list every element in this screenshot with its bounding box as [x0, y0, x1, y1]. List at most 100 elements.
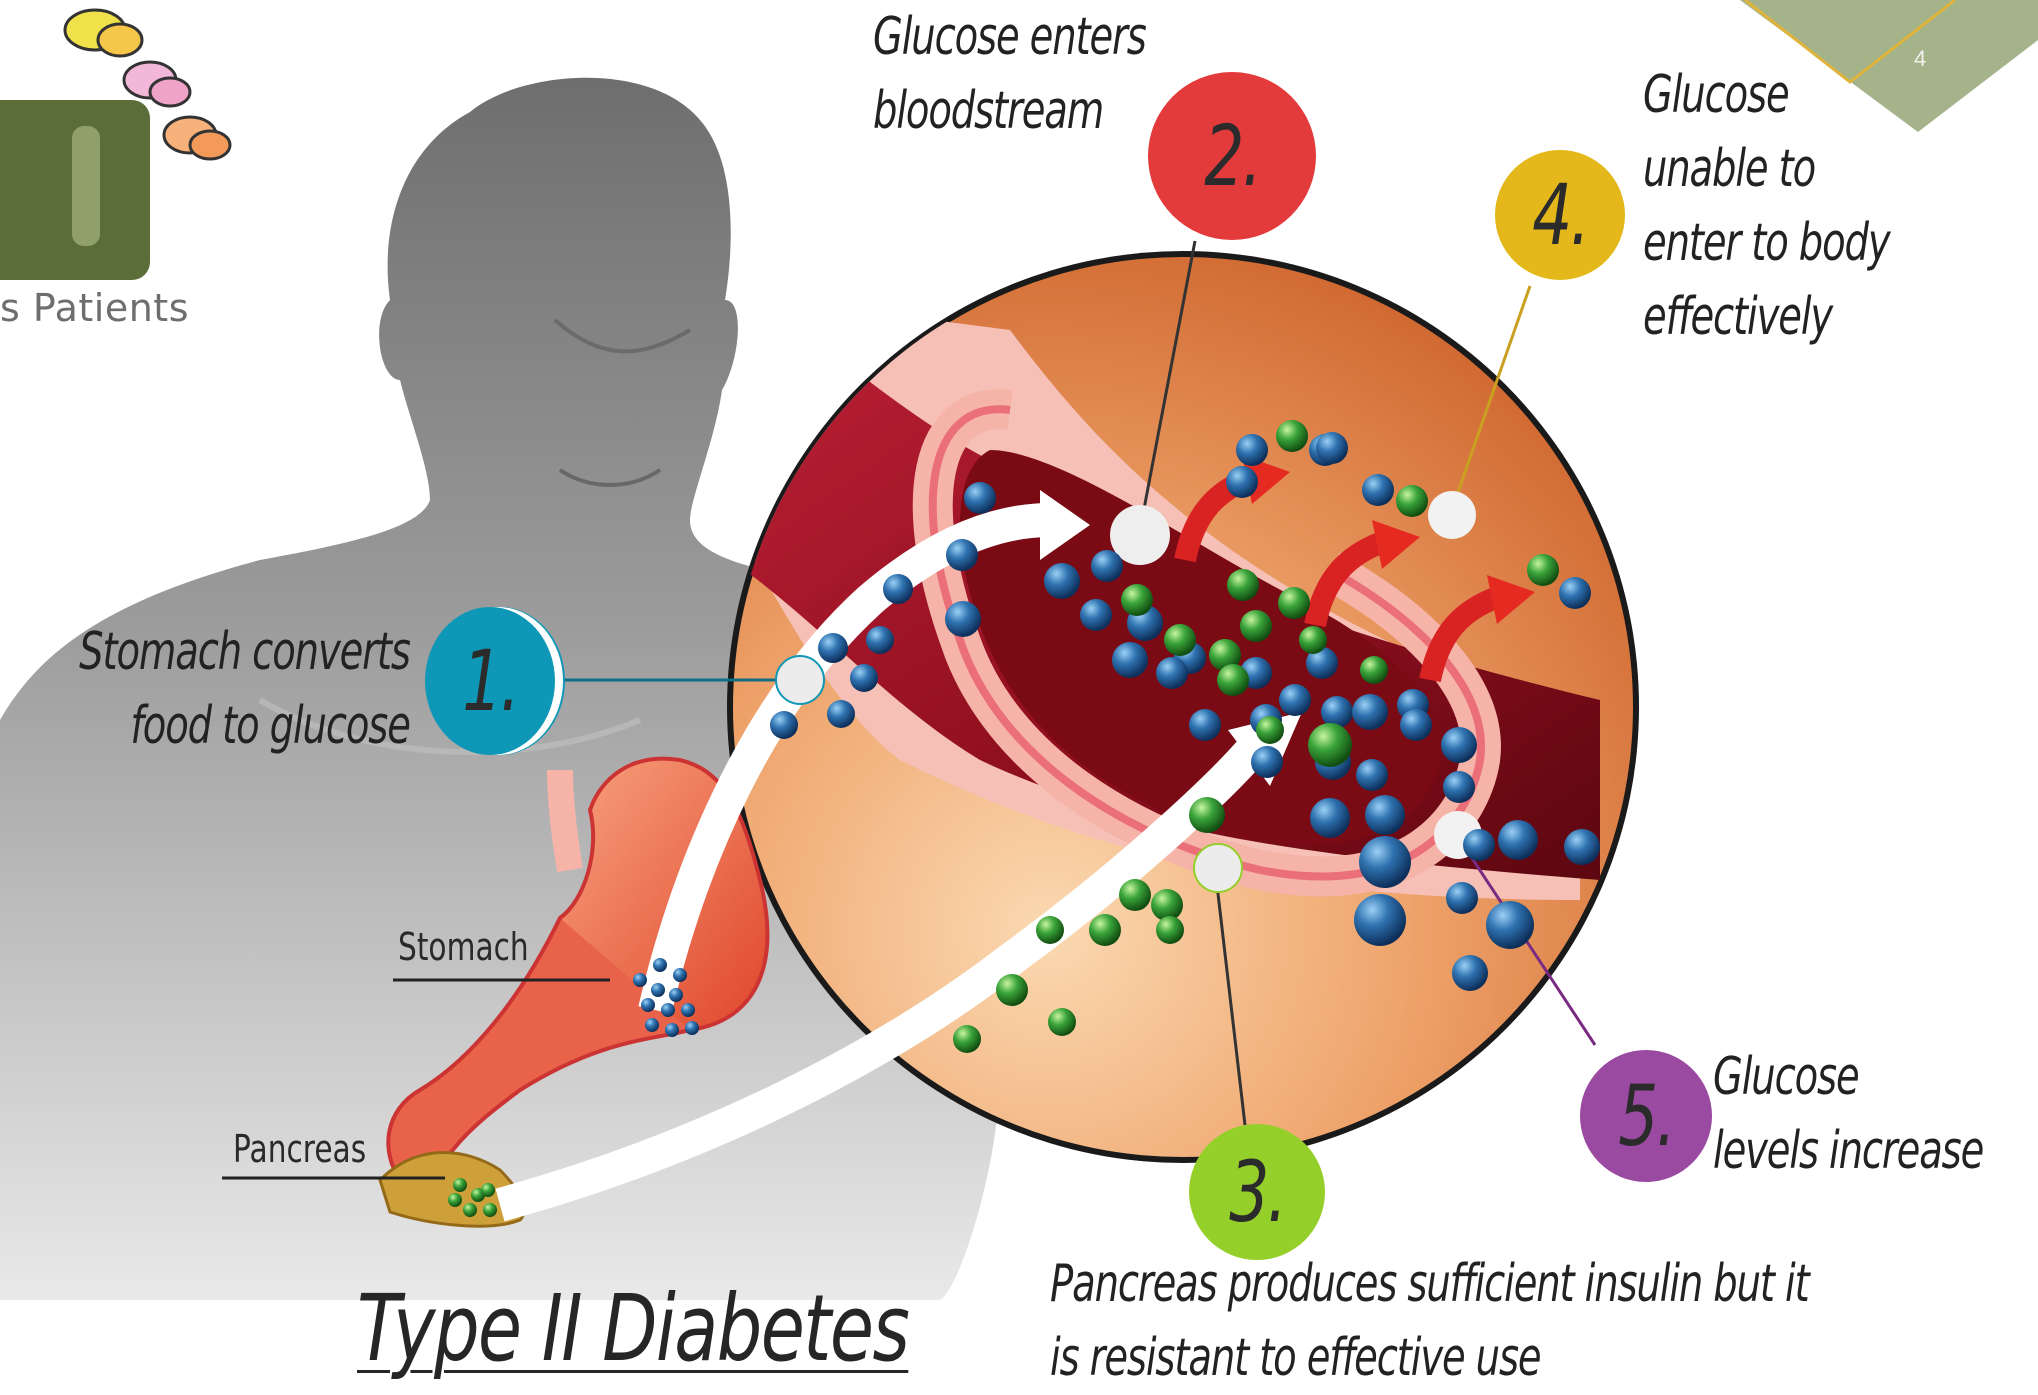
insulin-particle: [1360, 656, 1388, 684]
step-2-caption-line: bloodstream: [873, 74, 1146, 148]
glucose-particle: [883, 574, 913, 604]
step-3-caption-line: Pancreas produces sufficient insulin but…: [1050, 1247, 1809, 1321]
glucose-particle: [1498, 820, 1538, 860]
step-4-caption-line: unable to: [1643, 132, 1889, 206]
glucose-particle: [1362, 474, 1394, 506]
step-5-caption: Glucose levels increase: [1713, 1040, 1983, 1188]
glucose-particle: [866, 626, 894, 654]
stomach-glucose-particle: [661, 1003, 675, 1017]
step-3-caption: Pancreas produces sufficient insulin but…: [1050, 1247, 1809, 1395]
step-2-caption-line: Glucose enters: [873, 0, 1146, 74]
insulin-particle: [1227, 569, 1259, 601]
step-4-caption: Glucose unable to enter to body effectiv…: [1643, 58, 1889, 354]
step-4-caption-line: Glucose: [1643, 58, 1889, 132]
step-2-badge: 2.: [1148, 72, 1316, 240]
glucose-particle: [1091, 550, 1123, 582]
glucose-particle: [1359, 836, 1411, 888]
logo-caption: s Patients: [0, 286, 189, 330]
insulin-particle: [1396, 485, 1428, 517]
glucose-particle: [1452, 955, 1488, 991]
step-2-caption: Glucose enters bloodstream: [873, 0, 1146, 148]
insulin-particle: [1151, 889, 1183, 921]
insulin-particle: [1527, 554, 1559, 586]
insulin-particle: [1217, 664, 1249, 696]
step-4-caption-line: effectively: [1643, 280, 1889, 354]
stomach-glucose-particle: [653, 958, 667, 972]
glucose-particle: [1441, 727, 1477, 763]
step-1-caption-line: food to glucose: [79, 689, 410, 763]
glucose-particle: [1352, 694, 1388, 730]
glucose-particle: [1356, 759, 1388, 791]
insulin-particle: [1048, 1008, 1076, 1036]
glucose-particle: [1189, 709, 1221, 741]
page-title: Type II Diabetes: [357, 1275, 908, 1382]
insulin-particle: [1278, 587, 1310, 619]
glucose-particle: [1446, 882, 1478, 914]
insulin-particle: [1121, 584, 1153, 616]
step-1-caption: Stomach converts food to glucose: [79, 615, 410, 763]
stomach-glucose-particle: [641, 998, 655, 1012]
pancreas-insulin-particle: [481, 1183, 495, 1197]
glucose-particle: [818, 633, 848, 663]
glucose-particle: [1564, 829, 1600, 865]
step-3-badge: 3.: [1189, 1124, 1325, 1260]
glucose-particle: [827, 700, 855, 728]
insulin-particle: [1299, 626, 1327, 654]
glucose-particle: [1310, 798, 1350, 838]
insulin-particle: [953, 1025, 981, 1053]
glucose-particle: [1226, 466, 1258, 498]
stomach-glucose-particle: [669, 988, 683, 1002]
stomach-glucose-particle: [685, 1021, 699, 1035]
pancreas-insulin-particle: [448, 1193, 462, 1207]
glucose-particle: [1080, 599, 1112, 631]
step-1-caption-line: Stomach converts: [79, 615, 410, 689]
glucose-particle: [1559, 577, 1591, 609]
glucose-particle: [1044, 563, 1080, 599]
insulin-particle: [1308, 723, 1352, 767]
step-5-caption-line: Glucose: [1713, 1040, 1983, 1114]
pancreas-label: Pancreas: [233, 1127, 366, 1171]
insulin-particle: [1156, 916, 1184, 944]
step-4-caption-line: enter to body: [1643, 206, 1889, 280]
step-3-caption-line: is resistant to effective use: [1050, 1321, 1809, 1395]
insulin-particle: [1240, 610, 1272, 642]
page-number: 4: [1914, 46, 1926, 72]
pancreas-insulin-particle: [463, 1203, 477, 1217]
glucose-particle: [1279, 684, 1311, 716]
stomach-glucose-particle: [651, 983, 665, 997]
logo-mark: [0, 10, 230, 280]
insulin-particle: [1189, 797, 1225, 833]
glucose-particle: [946, 539, 978, 571]
step-5-caption-line: levels increase: [1713, 1114, 1983, 1188]
stomach-glucose-particle: [681, 1003, 695, 1017]
glucose-particle: [1251, 746, 1283, 778]
glucose-particle: [1112, 642, 1148, 678]
stomach-glucose-particle: [633, 973, 647, 987]
glucose-particle: [1236, 434, 1268, 466]
stomach-glucose-particle: [673, 968, 687, 982]
step-4-badge: 4.: [1495, 150, 1625, 280]
insulin-particle: [1256, 716, 1284, 744]
insulin-particle: [996, 974, 1028, 1006]
glucose-particle: [1400, 709, 1432, 741]
insulin-particle: [1089, 914, 1121, 946]
glucose-particle: [1486, 901, 1534, 949]
glucose-particle: [770, 711, 798, 739]
step-1-badge: 1.: [425, 607, 555, 755]
glucose-particle: [1354, 894, 1406, 946]
glucose-particle: [1156, 657, 1188, 689]
insulin-particle: [1164, 624, 1196, 656]
glucose-particle: [1365, 795, 1405, 835]
pancreas-insulin-particle: [483, 1203, 497, 1217]
glucose-particle: [1443, 771, 1475, 803]
glucose-particle: [964, 482, 996, 514]
step-5-badge: 5.: [1580, 1050, 1712, 1182]
stomach-glucose-particle: [665, 1023, 679, 1037]
insulin-particle: [1276, 420, 1308, 452]
glucose-particle: [1316, 432, 1348, 464]
glucose-particle: [1463, 829, 1495, 861]
glucose-particle: [1321, 696, 1353, 728]
insulin-particle: [1036, 916, 1064, 944]
stomach-glucose-particle: [645, 1018, 659, 1032]
pancreas-insulin-particle: [453, 1178, 467, 1192]
